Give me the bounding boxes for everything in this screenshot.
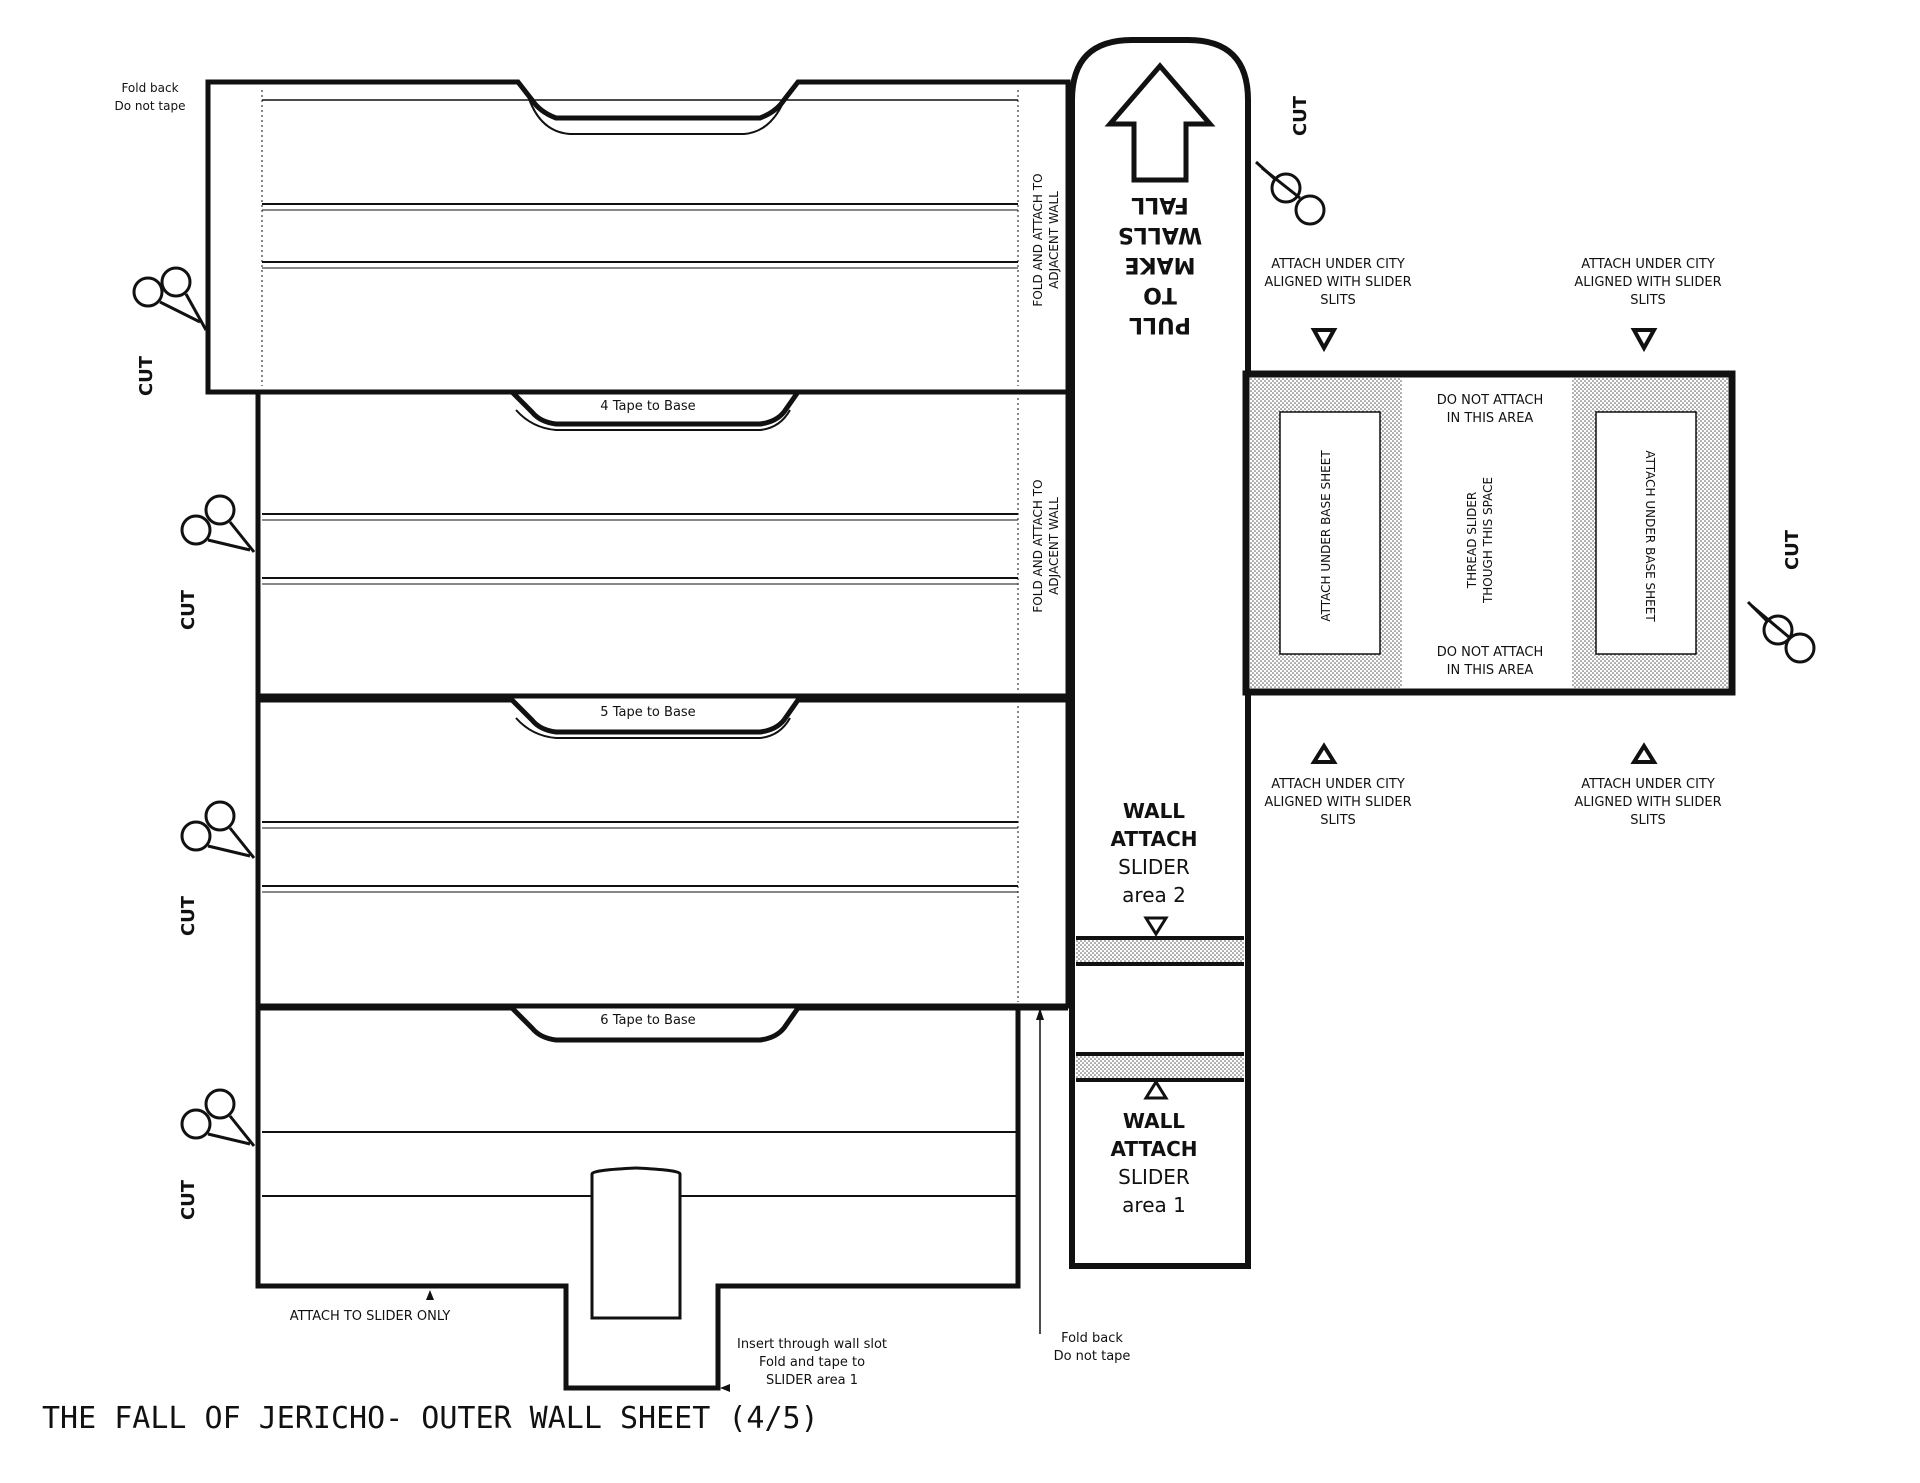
cut-label: CUT — [178, 589, 199, 630]
pointer-arrow-icon — [720, 1384, 730, 1392]
svg-text:SLIDER: SLIDER — [1118, 855, 1190, 879]
pull-tab-label: PULL TO MAKE WALLS FALL — [1118, 192, 1202, 337]
cut-label: CUT — [1782, 529, 1803, 570]
attach-slider-only-label: ATTACH TO SLIDER ONLY — [290, 1309, 451, 1324]
svg-text:area 2: area 2 — [1122, 883, 1186, 907]
svg-text:PULL: PULL — [1129, 312, 1191, 337]
svg-text:FALL: FALL — [1131, 192, 1189, 217]
wall-attach-area-2-label: WALL ATTACH SLIDER area 2 — [1110, 799, 1197, 907]
cut-label: CUT — [1290, 95, 1311, 136]
svg-text:ATTACH: ATTACH — [1110, 1137, 1197, 1161]
svg-text:area 1: area 1 — [1122, 1193, 1186, 1217]
attach-base-label: ATTACH UNDER BASE SHEET — [1643, 450, 1657, 622]
tape-label-4: 4 Tape to Base — [600, 399, 695, 414]
pointer-arrow-icon — [426, 1290, 434, 1300]
up-triangle-icon — [1143, 1079, 1169, 1100]
up-triangle-icon — [1630, 742, 1658, 764]
wall-panel-1 — [205, 79, 1071, 395]
scissors-icon — [1254, 160, 1326, 226]
scissors-icon — [132, 266, 208, 331]
page-title: THE FALL OF JERICHO- OUTER WALL SHEET (4… — [42, 1401, 819, 1436]
base-slider-panel — [1242, 328, 1736, 764]
svg-text:WALL: WALL — [1123, 1109, 1185, 1133]
scissors-icon — [180, 1088, 256, 1147]
wall-panel-2 — [255, 389, 1071, 699]
cut-label: CUT — [178, 895, 199, 936]
down-triangle-icon — [1143, 916, 1169, 937]
svg-text:TO: TO — [1143, 282, 1177, 307]
scissors-icon — [1746, 600, 1816, 664]
pull-arrow-icon — [1104, 62, 1216, 183]
scissors-icon — [180, 494, 256, 553]
cut-label: CUT — [178, 1179, 199, 1220]
cut-label: CUT — [136, 355, 157, 396]
scissors-icon — [180, 800, 256, 859]
down-triangle-icon — [1310, 328, 1338, 353]
city-gate — [590, 1166, 682, 1320]
wall-panel-3 — [255, 697, 1071, 1009]
wall-attach-area-1-label: WALL ATTACH SLIDER area 1 — [1110, 1109, 1197, 1217]
wall-panel-4-gate — [255, 1005, 1068, 1391]
down-triangle-icon — [1630, 328, 1658, 353]
attach-base-label: ATTACH UNDER BASE SHEET — [1319, 450, 1333, 622]
tape-label-6: 6 Tape to Base — [600, 1013, 695, 1028]
svg-text:WALL: WALL — [1123, 799, 1185, 823]
slider-strip[interactable] — [1069, 37, 1251, 1269]
pointer-arrow-icon — [1036, 1008, 1044, 1020]
tape-label-5: 5 Tape to Base — [600, 705, 695, 720]
svg-text:SLIDER: SLIDER — [1118, 1165, 1190, 1189]
up-triangle-icon — [1310, 742, 1338, 764]
fold-guides — [261, 90, 1019, 1002]
svg-text:WALLS: WALLS — [1118, 222, 1202, 247]
svg-text:MAKE: MAKE — [1125, 252, 1196, 277]
svg-text:ATTACH: ATTACH — [1110, 827, 1197, 851]
